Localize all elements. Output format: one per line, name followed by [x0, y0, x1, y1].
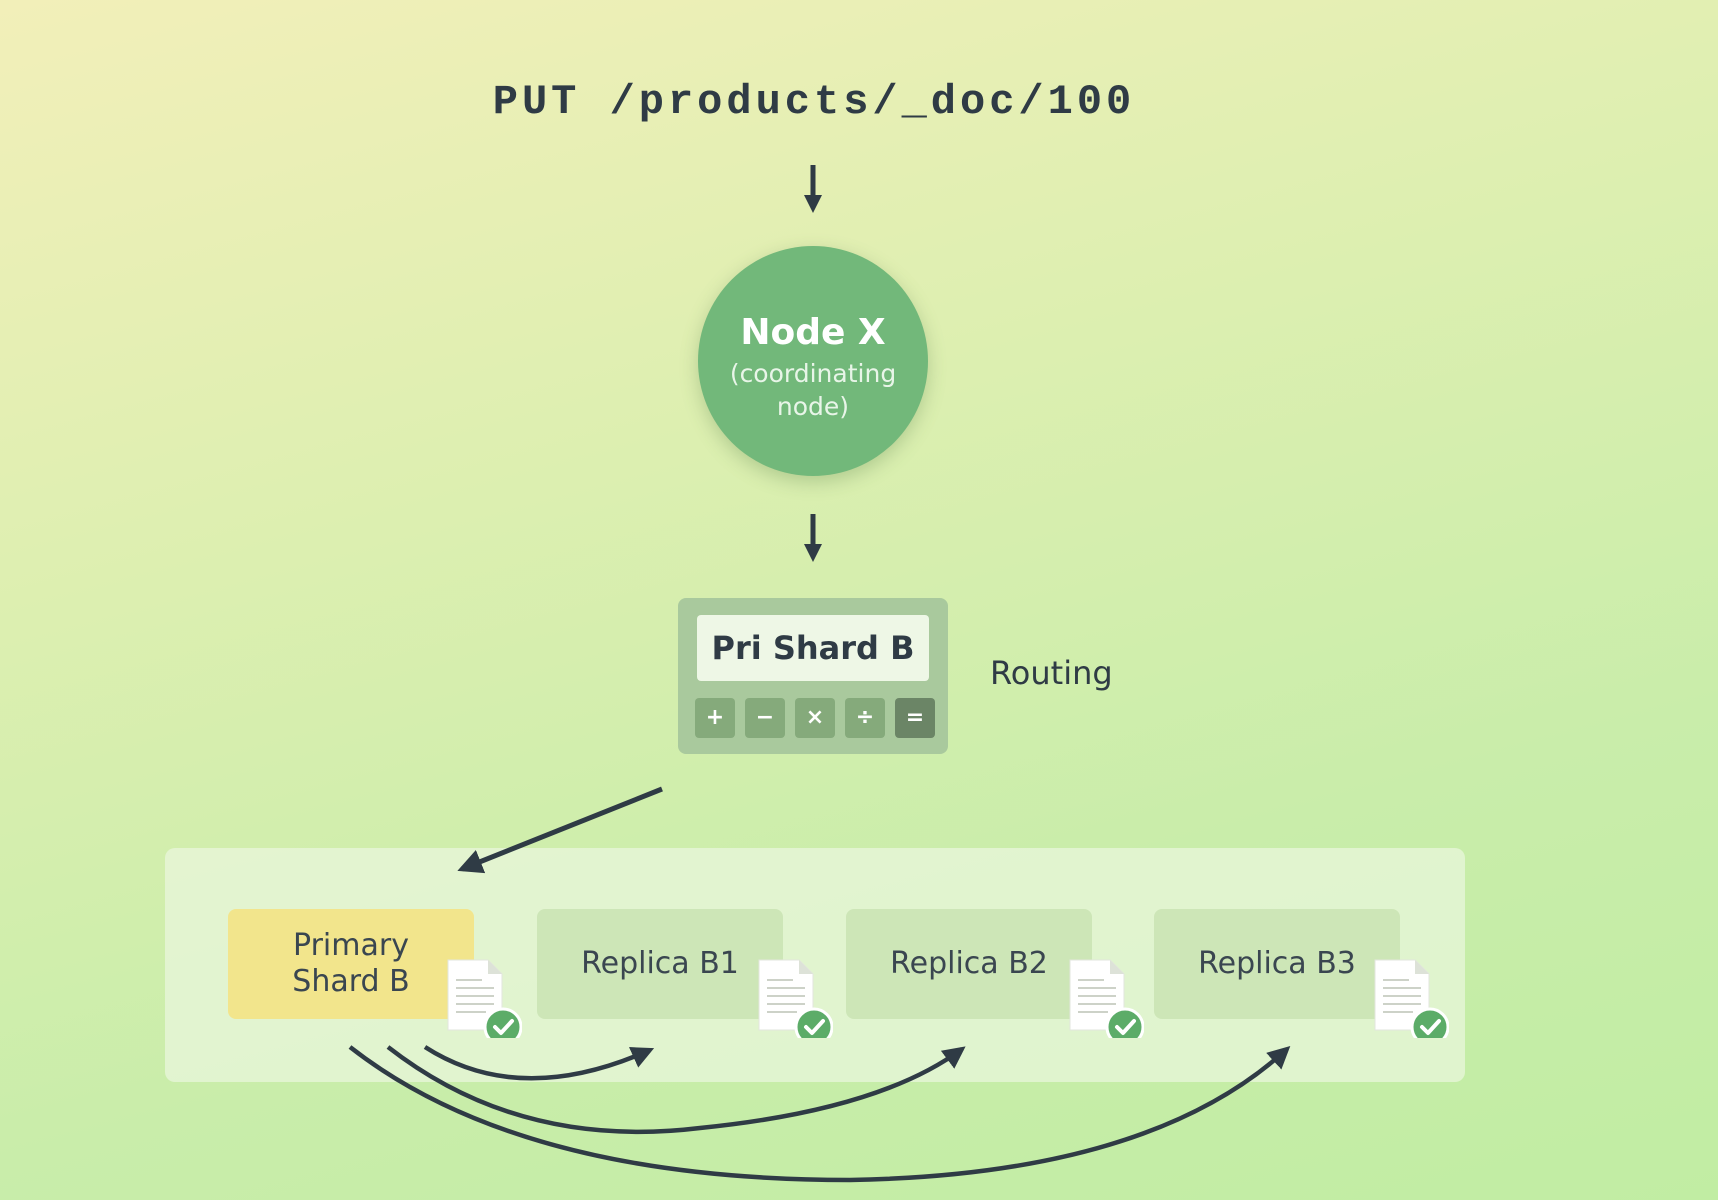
node-title: Node X — [740, 312, 886, 353]
arrow-down-icon — [804, 514, 822, 562]
routing-display: Pri Shard B — [697, 615, 929, 681]
shard-label: Replica B1 — [581, 946, 739, 981]
primary-shard-b: Primary Shard B — [228, 909, 474, 1019]
node-subtitle: (coordinating node) — [729, 359, 897, 421]
arrow-down-icon — [804, 165, 822, 213]
document-check-icon — [447, 959, 522, 1038]
document-check-icon — [758, 959, 833, 1038]
equals-key: = — [895, 698, 935, 738]
routing-label: Routing — [990, 654, 1113, 692]
plus-key: + — [695, 698, 735, 738]
replica-b3: Replica B3 — [1154, 909, 1400, 1019]
replica-b1: Replica B1 — [537, 909, 783, 1019]
routing-calculator: Pri Shard B + − × ÷ = — [678, 598, 948, 754]
divide-key: ÷ — [845, 698, 885, 738]
calculator-keys: + − × ÷ = — [695, 698, 935, 738]
minus-key: − — [745, 698, 785, 738]
document-check-icon — [1374, 959, 1449, 1038]
shard-label: Replica B2 — [890, 946, 1048, 981]
request-line: PUT /products/_doc/100 — [492, 78, 1136, 126]
document-check-icon — [1069, 959, 1144, 1038]
replica-b2: Replica B2 — [846, 909, 1092, 1019]
multiply-key: × — [795, 698, 835, 738]
shard-label: Primary Shard B — [292, 928, 410, 999]
shard-label: Replica B3 — [1198, 946, 1356, 981]
coordinating-node: Node X (coordinating node) — [698, 246, 928, 476]
